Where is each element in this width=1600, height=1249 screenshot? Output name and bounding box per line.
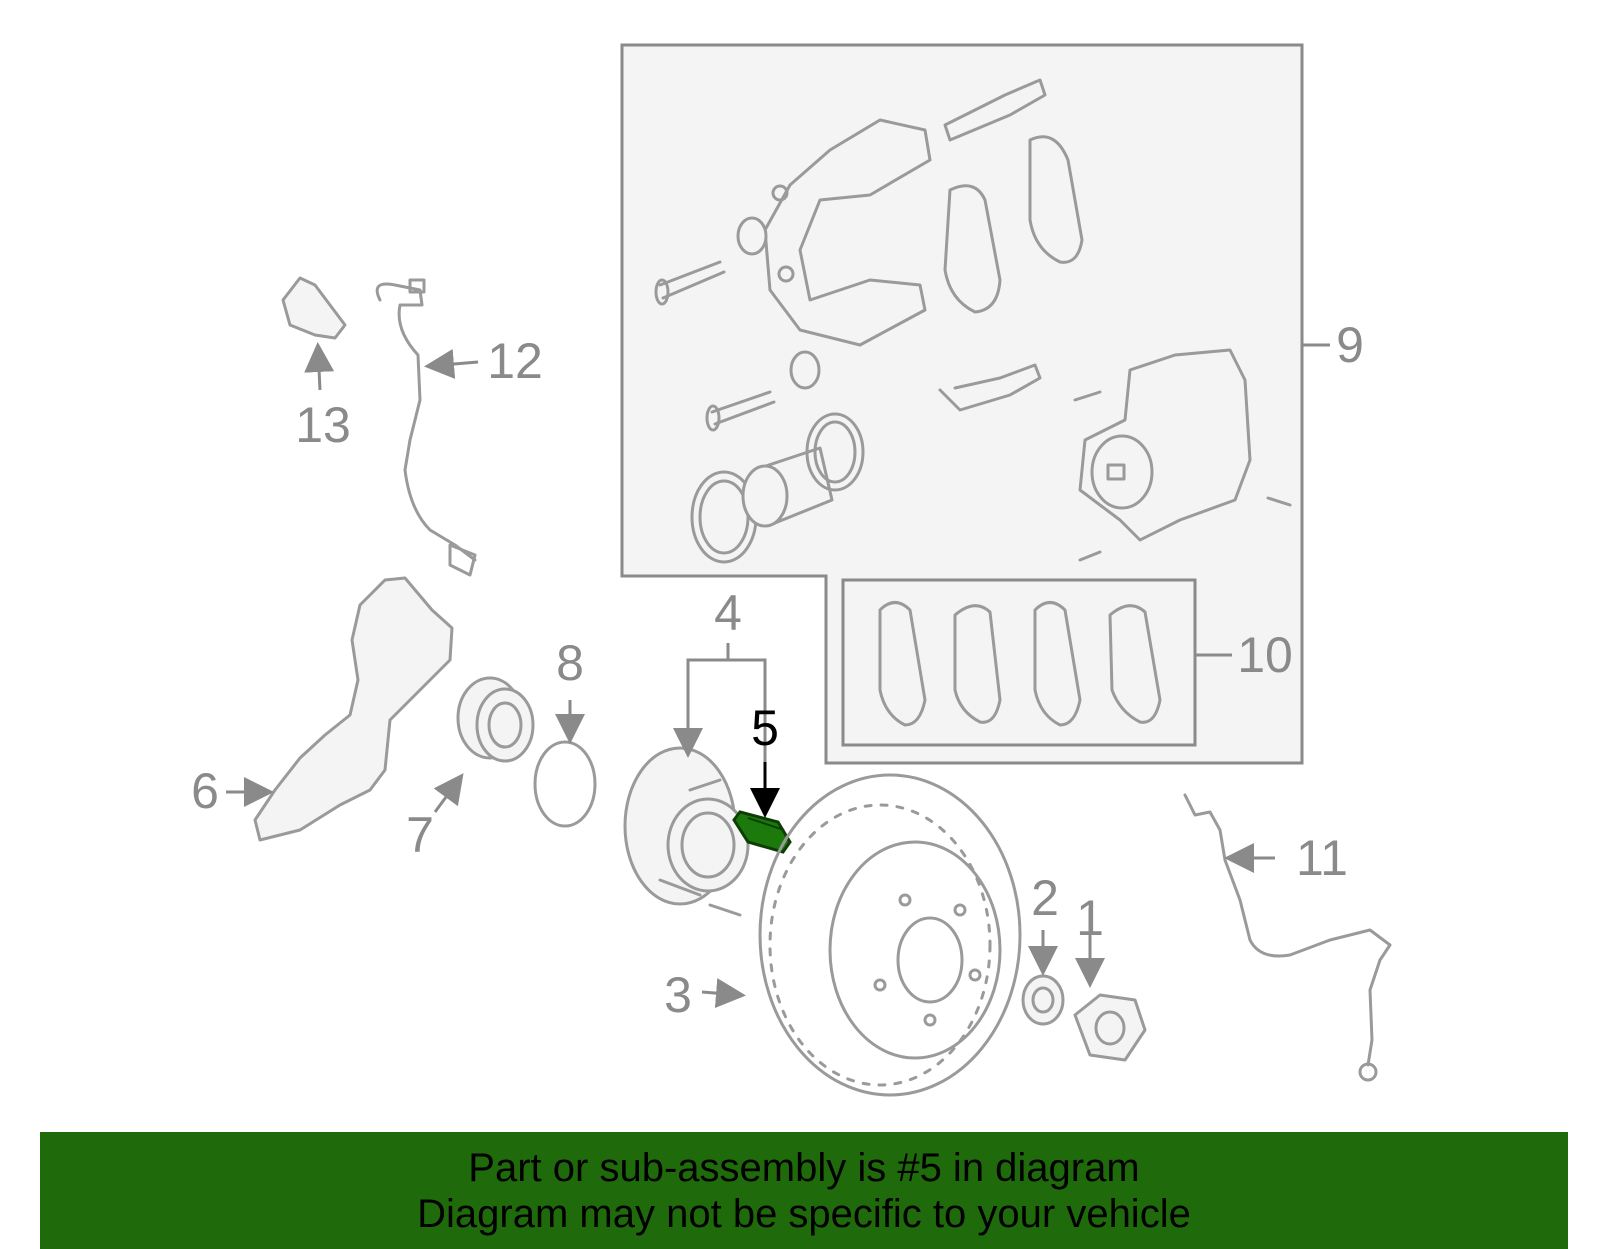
caliper-housing (1073, 348, 1292, 562)
caliper-box-pads (943, 135, 1084, 314)
callout-13: 13 (295, 397, 351, 453)
brake-rotor (758, 773, 1022, 1097)
callout-2: 2 (1031, 870, 1059, 926)
callout-9: 9 (1336, 317, 1364, 373)
abs-sensor-front (375, 278, 477, 577)
callout-10: 10 (1237, 627, 1293, 683)
callout-11: 11 (1296, 830, 1348, 886)
hub-nut (1073, 993, 1147, 1062)
dust-shield (253, 576, 454, 842)
callout-1: 1 (1076, 890, 1104, 946)
abs-sensor-rear (1183, 793, 1392, 1067)
callout-12: 12 (487, 333, 543, 389)
caliper-bracket (763, 118, 932, 347)
caliper-piston (690, 412, 865, 564)
wheel-bearing (456, 676, 535, 763)
banner-line-part: Part or sub-assembly is #5 in diagram (468, 1145, 1140, 1190)
hub-washer (1021, 974, 1065, 1026)
snap-ring (533, 740, 597, 828)
callout-4: 4 (714, 585, 742, 641)
callout-6: 6 (191, 763, 219, 819)
parts-diagram: 1 2 3 4 5 6 7 8 9 10 11 12 13 (191, 43, 1392, 1097)
hub-assembly (623, 746, 750, 917)
sensor-bracket (281, 276, 347, 340)
slide-pins (654, 216, 821, 432)
info-banner: Part or sub-assembly is #5 in diagram Di… (40, 1132, 1568, 1249)
wheel-stud-highlighted (732, 810, 792, 854)
callout-7: 7 (406, 807, 434, 863)
leader-lines (226, 342, 1330, 1009)
callout-3: 3 (664, 967, 692, 1023)
abs-sensor-rear-end (1358, 1062, 1378, 1082)
callout-8: 8 (556, 635, 584, 691)
brake-pad-set (878, 601, 1162, 727)
banner-line-disclaimer: Diagram may not be specific to your vehi… (417, 1191, 1191, 1236)
callout-5: 5 (751, 700, 779, 756)
anti-rattle-clips (938, 78, 1047, 412)
